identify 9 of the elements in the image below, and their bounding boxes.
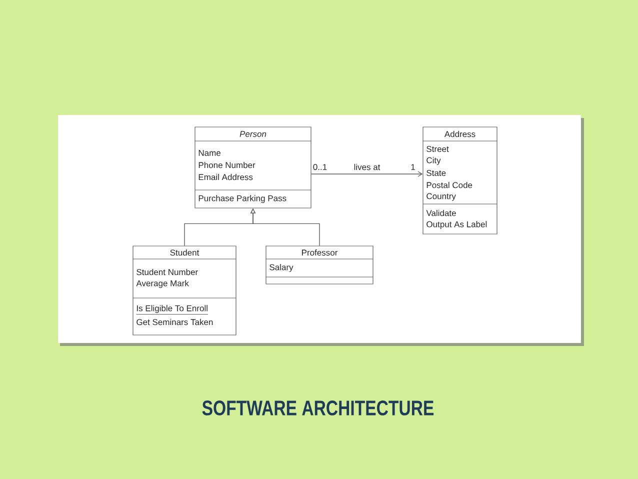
edge-label: lives at (354, 164, 380, 170)
multiplicity-label: 0..1 (313, 164, 327, 170)
class-box: Student Student Number Average Mark Is Eligible To Enroll Get Seminars Taken (132, 246, 236, 336)
title: SOFTWARE ARCHITECTURE (202, 400, 434, 416)
association-line (310, 171, 423, 177)
class-box: Professor Salary (266, 246, 374, 284)
class-box: Address Street City State Postal Code Country Validate Output As Label (422, 126, 498, 234)
multiplicity-label: 1 (411, 164, 415, 170)
class-box: Person Name Phone Number Email Address Purchase Parking Pass (194, 126, 312, 208)
